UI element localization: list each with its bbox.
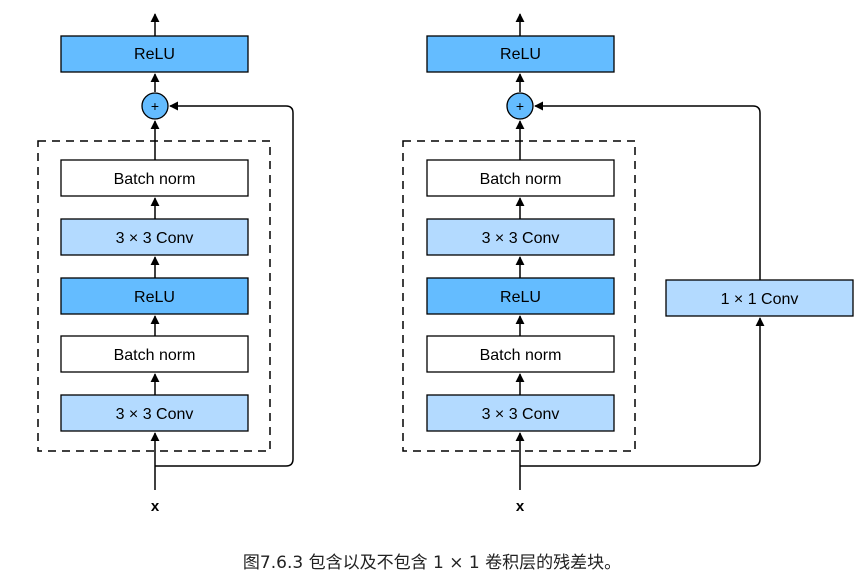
batch-norm-lower-box [60,335,249,373]
conv-lower-label: 3 × 3 Conv [482,406,560,423]
conv-upper-box [426,218,615,256]
plus-sign: + [151,98,159,114]
relu-mid-box [60,277,249,315]
conv-upper-label: 3 × 3 Conv [482,230,560,247]
batch-norm-upper-label: Batch norm [114,171,196,188]
relu-top-label: ReLU [500,46,541,63]
residual-block-left: ReLU + Batch norm 3 × 3 Conv ReLU Batch … [37,13,294,515]
addition-node [141,92,169,120]
residual-body-dashed-frame [402,140,636,452]
relu-top-label: ReLU [134,46,175,63]
batch-norm-lower-label: Batch norm [114,347,196,364]
relu-mid-box [426,277,615,315]
residual-blocks-diagram: ReLU + Batch norm 3 × 3 Conv ReLU Batch … [37,13,854,515]
input-x-label: x [516,498,525,515]
batch-norm-upper-label: Batch norm [480,171,562,188]
addition-node [506,92,534,120]
batch-norm-lower-label: Batch norm [480,347,562,364]
residual-body-dashed-frame [37,140,271,452]
residual-block-right: ReLU + Batch norm 3 × 3 Conv ReLU Batch … [402,13,854,515]
batch-norm-lower-box [426,335,615,373]
identity-shortcut-path [155,101,294,467]
conv-lower-box [426,394,615,432]
relu-mid-label: ReLU [134,289,175,306]
plus-sign: + [516,98,524,114]
shortcut-output-path [534,101,761,280]
batch-norm-upper-box [426,159,615,197]
relu-top-box [426,35,615,73]
conv-lower-box [60,394,249,432]
relu-top-box [60,35,249,73]
conv-upper-label: 3 × 3 Conv [116,230,194,247]
batch-norm-upper-box [60,159,249,197]
figure-caption: 图7.6.3 包含以及不包含 1 × 1 卷积层的残差块。 [242,553,622,573]
shortcut-conv-label: 1 × 1 Conv [721,291,799,308]
shortcut-input-path [520,317,765,467]
relu-mid-label: ReLU [500,289,541,306]
shortcut-conv-box [665,279,854,317]
conv-lower-label: 3 × 3 Conv [116,406,194,423]
input-x-label: x [151,498,160,515]
conv-upper-box [60,218,249,256]
